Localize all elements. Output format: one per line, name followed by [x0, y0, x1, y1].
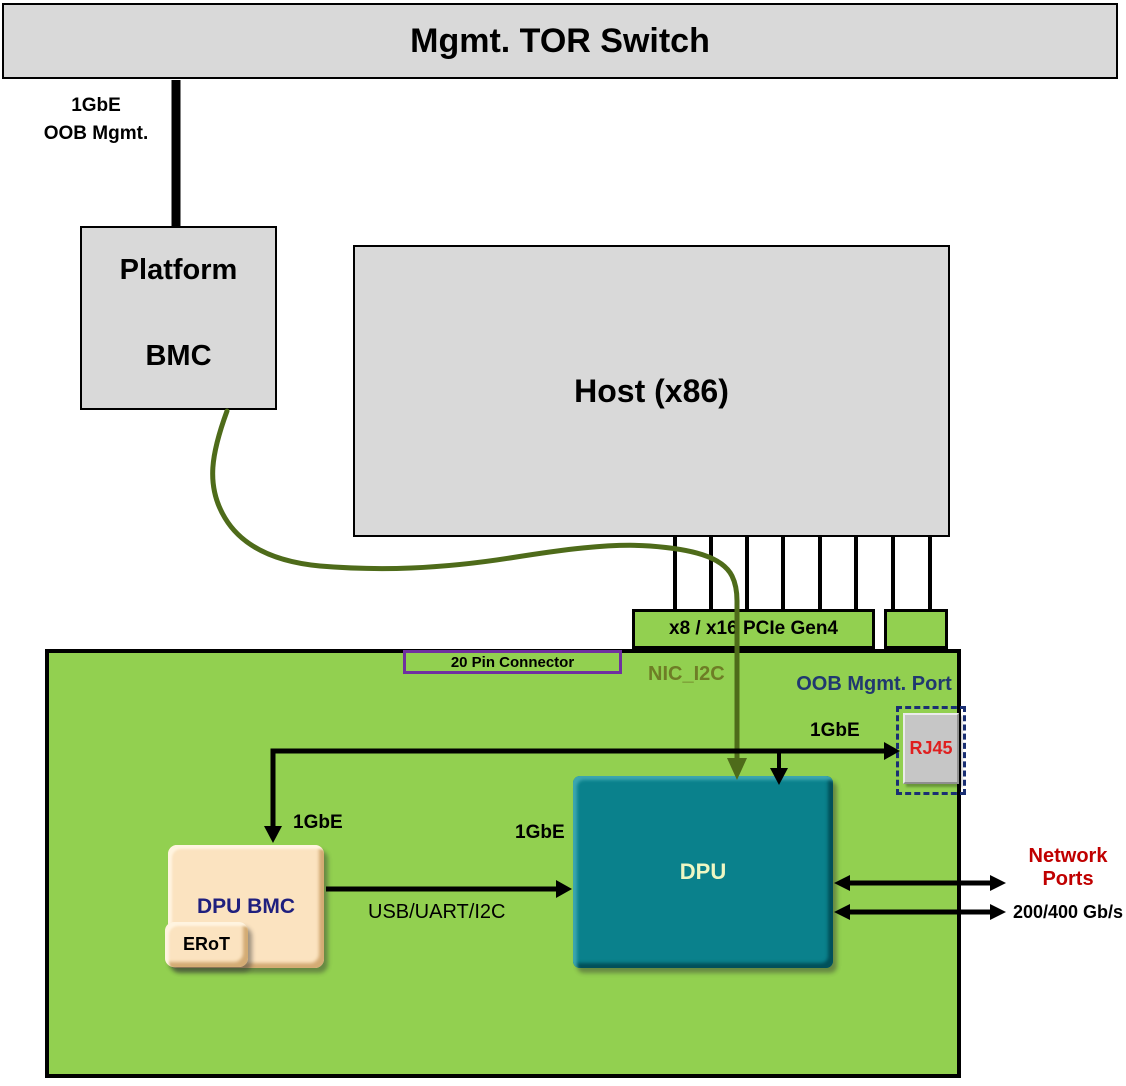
oob-link-line2: OOB Mgmt. [43, 122, 149, 144]
pcie-connector-box: x8 / x16 PCIe Gen4 [632, 609, 875, 649]
pcie-connector-label: x8 / x16 PCIe Gen4 [669, 618, 838, 639]
rj45-1gbe-label: 1GbE [810, 720, 860, 741]
nic-i2c-label: NIC_I2C [648, 663, 725, 685]
pcie-aux-connector-box [884, 609, 948, 649]
oob-link-line1: 1GbE [71, 95, 121, 116]
dpu-bmc-label: DPU BMC [197, 894, 295, 918]
network-ports-line2: Ports [1042, 868, 1094, 890]
host-label: Host (x86) [574, 372, 729, 409]
oob-mgmt-port-label: OOB Mgmt. Port [796, 673, 952, 695]
net-arrow1-right [990, 875, 1006, 891]
dpu-bmc-1gbe-label: 1GbE [293, 812, 343, 833]
pin-connector-box: 20 Pin Connector [403, 650, 622, 674]
dpu-1gbe-label: 1GbE [515, 822, 565, 843]
usb-uart-i2c-label: USB/UART/I2C [368, 901, 506, 923]
tor-switch-label: Mgmt. TOR Switch [410, 21, 710, 60]
erot-box: ERoT [165, 922, 248, 967]
dpu-box: DPU [573, 776, 833, 968]
tor-switch-box: Mgmt. TOR Switch [2, 3, 1118, 79]
network-ports-line1: Network [1028, 845, 1108, 867]
net-arrow2-right [990, 904, 1006, 920]
rj45-label: RJ45 [909, 738, 953, 758]
network-ports-label: Network Ports [1012, 845, 1124, 891]
oob-mgmt-link-label: 1GbE OOB Mgmt. [20, 92, 172, 147]
platform-bmc-label-line2: BMC [145, 340, 212, 372]
network-speed-label: 200/400 Gb/s [1012, 902, 1124, 922]
erot-label: ERoT [183, 934, 230, 954]
platform-bmc-box: Platform BMC [80, 226, 277, 410]
platform-bmc-label-line1: Platform [119, 254, 238, 286]
rj45-port: RJ45 [903, 713, 959, 784]
host-pcie-pins [673, 537, 932, 611]
pin-connector-label: 20 Pin Connector [450, 653, 575, 671]
host-box: Host (x86) [353, 245, 950, 537]
dpu-label: DPU [679, 859, 727, 884]
